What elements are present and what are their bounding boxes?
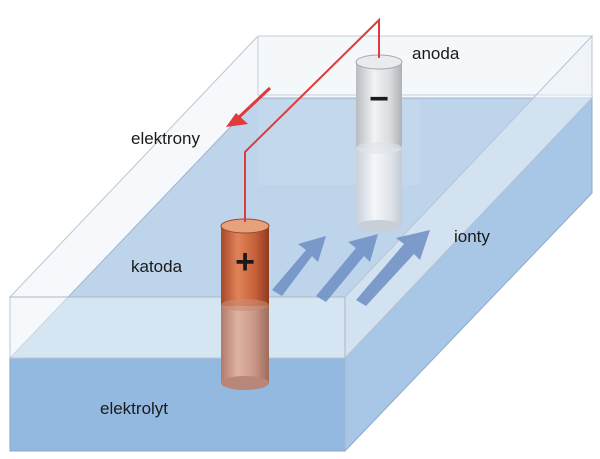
- anode-sign: −: [369, 80, 389, 118]
- cathode-sign: +: [235, 243, 255, 281]
- anode-electrode: [355, 54, 403, 232]
- ion-arrows: [272, 230, 430, 306]
- label-ions: ionty: [454, 227, 490, 246]
- electron-arrow-head: [226, 113, 248, 127]
- tank-front-glass: [9, 296, 346, 359]
- label-anode: anoda: [412, 44, 460, 63]
- ion-arrow-2: [316, 234, 378, 302]
- cathode-electrode: [220, 218, 270, 390]
- electrolyte-front: [9, 357, 346, 452]
- external-wire: [244, 17, 380, 222]
- label-cathode: katoda: [131, 257, 183, 276]
- label-electrons: elektrony: [131, 129, 200, 148]
- label-electrolyte: elektrolyt: [100, 399, 169, 418]
- ion-arrow-3: [356, 230, 430, 306]
- ion-arrow-1: [272, 236, 326, 296]
- electron-arrow-shaft: [234, 86, 272, 122]
